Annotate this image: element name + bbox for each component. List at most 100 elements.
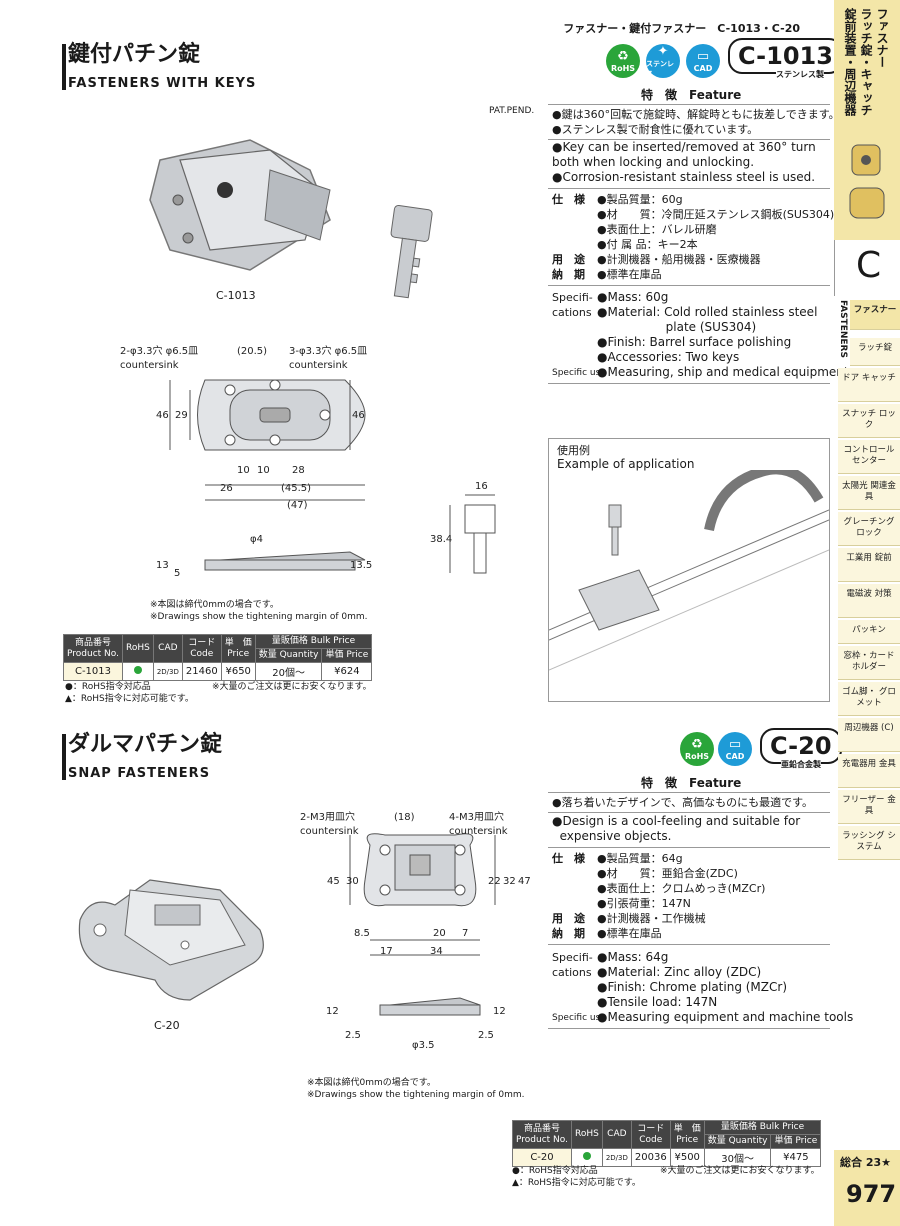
divider xyxy=(548,285,830,286)
p1-d47: (47) xyxy=(287,500,308,511)
p2-hole-right-en: countersink xyxy=(449,826,508,837)
example-en: Example of application xyxy=(557,457,695,471)
sidebar-item-fastener[interactable]: ファスナー xyxy=(850,300,900,330)
product1-feature-heading: 特 徴 Feature xyxy=(641,88,742,102)
th-product: 商品番号 Product No. xyxy=(63,634,123,663)
th-price: 単 価 Price xyxy=(220,634,256,663)
cell-code: 21460 xyxy=(181,662,222,681)
divider xyxy=(548,139,830,140)
product2-code-sub: 亜鉛合金製 xyxy=(781,759,821,770)
cell-qty: 20個～ xyxy=(254,662,323,681)
spec-ja-4: ●付 属 品：キー2本 xyxy=(597,238,698,251)
th-bulk: 量販価格 Bulk Price xyxy=(254,634,373,649)
divider xyxy=(548,847,830,848)
cell-code: 20036 xyxy=(630,1148,671,1167)
product1-title-ja: 鍵付パチン錠 xyxy=(68,42,201,67)
p2-feature-en-1: ●Design is a cool-feeling and suitable f… xyxy=(552,814,801,828)
spec-en-2: ●Material: Cold rolled stainless steel xyxy=(597,305,818,319)
product1-dimension-drawing xyxy=(169,379,496,574)
p2-spec-ja-label: 仕 様 xyxy=(552,852,585,865)
divider xyxy=(548,792,830,793)
p1-d46l: 46 xyxy=(156,410,169,421)
p1-d135: 13.5 xyxy=(350,560,373,571)
sidebar-item-charger[interactable]: 充電器用 金具 xyxy=(838,754,900,788)
feature-en-1: ●Key can be inserted/removed at 360° tur… xyxy=(552,140,816,154)
th-product: 商品番号 Product No. xyxy=(512,1120,572,1149)
product1-photo-label: C-1013 xyxy=(216,289,256,302)
rohs-dot-icon xyxy=(133,666,142,674)
sidebar-item-packing[interactable]: パッキン xyxy=(838,620,900,644)
p1-d5: 5 xyxy=(174,568,181,579)
p1-k384: 38.4 xyxy=(430,534,453,545)
p2-d12r: 12 xyxy=(493,1006,506,1017)
p1-d455: (45.5) xyxy=(281,483,312,494)
th-bulk: 量販価格 Bulk Price xyxy=(703,1120,822,1135)
sidebar-letter: C xyxy=(856,245,882,286)
product1-price-table: 商品番号 Product No. RoHS CAD コード Code 単 価 P… xyxy=(63,634,373,681)
sidebar-item-industrial-lock[interactable]: 工業用 錠前 xyxy=(838,548,900,582)
cell-qty: 30個～ xyxy=(703,1148,772,1167)
cell-unit: ¥624 xyxy=(321,662,373,681)
spec-ja-1: ●製品質量：60g xyxy=(597,193,683,206)
rohs-dot-icon xyxy=(582,1152,591,1160)
sidebar-item-freezer[interactable]: フリーザー 金具 xyxy=(838,790,900,824)
latch-icon xyxy=(849,144,885,219)
feature-en-3: ●Corrosion-resistant stainless steel is … xyxy=(552,170,816,184)
p2-d12l: 12 xyxy=(326,1006,339,1017)
use-en: ●Measuring, ship and medical equipment xyxy=(597,365,849,379)
cell-price: ¥500 xyxy=(669,1148,705,1167)
sidebar-footer xyxy=(834,1150,900,1226)
sidebar-item-grating-lock[interactable]: グレーチング ロック xyxy=(838,512,900,546)
sidebar-item-emi[interactable]: 電磁波 対策 xyxy=(838,584,900,618)
p1-d4: φ4 xyxy=(250,534,263,545)
product2-feature-heading: 特 徴 Feature xyxy=(641,776,742,790)
sidebar-item-door-catch[interactable]: ドア キャッチ xyxy=(838,368,900,402)
sidebar-item-lashing[interactable]: ラッシング システム xyxy=(838,826,900,860)
p2-legend-bulk: ※大量のご注文は更にお安くなります。 xyxy=(660,1166,820,1176)
p1-d29: 29 xyxy=(175,410,188,421)
p2-d34: 34 xyxy=(430,946,443,957)
product2-title-ja: ダルマパチン錠 xyxy=(68,732,223,757)
p2-spec-en-1: ●Mass: 64g xyxy=(597,950,669,964)
total-label: 総合 23★ xyxy=(840,1156,891,1169)
th-cad: CAD xyxy=(152,634,183,663)
sidebar-item-window-card[interactable]: 窓枠・カード ホルダー xyxy=(838,646,900,680)
feature-en-2: both when locking and unlocking. xyxy=(552,155,755,169)
sidebar-item-latch[interactable]: ラッチ錠 xyxy=(850,338,900,366)
category-sidebar: ファスナー ラッチ錠・キャッチ 錠前装置・周辺機器 C FASTENERS ファ… xyxy=(834,0,900,1226)
p1-legend-tri: ▲：RoHS指令に対応可能です。 xyxy=(65,694,194,704)
p1-hole-right: 3-φ3.3穴 φ6.5皿 xyxy=(289,346,368,357)
p2-d22: 22 xyxy=(488,876,501,887)
cad-badge-icon: ▭CAD xyxy=(718,732,752,766)
spec-en-3: plate (SUS304) xyxy=(597,320,757,334)
use-en-label: Specific use xyxy=(552,368,606,378)
product2-dimension-drawing xyxy=(349,833,496,1016)
p2-d7: 7 xyxy=(462,928,469,939)
sidebar-item-snatch-lock[interactable]: スナッチ ロック xyxy=(838,404,900,438)
p1-k16: 16 xyxy=(475,481,488,492)
sidebar-fasteners-en: FASTENERS xyxy=(838,300,848,358)
spec-ja-3: ●表面仕上：バレル研磨 xyxy=(597,223,717,236)
stainless-badge-icon: ✦ステンレス xyxy=(646,44,680,78)
th-rohs: RoHS xyxy=(121,634,154,663)
p1-hole-left-en: countersink xyxy=(120,360,179,371)
example-ja: 使用例 xyxy=(557,444,590,457)
breadcrumb: ファスナー・鍵付ファスナー C-1013・C-20 xyxy=(563,22,800,35)
sidebar-item-solar[interactable]: 太陽光 関連金具 xyxy=(838,476,900,510)
p2-spec-ja-4: ●引張荷重：147N xyxy=(597,897,691,910)
p2-d45: 45 xyxy=(327,876,340,887)
th-price: 単 価 Price xyxy=(669,1120,705,1149)
rohs-badge-icon: ♻RoHS xyxy=(680,732,714,766)
p2-use-ja-label: 用 途 xyxy=(552,912,585,925)
p2-feature-en-2: expensive objects. xyxy=(552,829,672,843)
p2-note-ja: ※本図は締代0mmの場合です。 xyxy=(307,1078,436,1088)
th-qty: 数量 Quantity xyxy=(254,648,323,663)
sidebar-item-rubber-feet[interactable]: ゴム脚・ グロメット xyxy=(838,682,900,716)
sidebar-item-peripheral[interactable]: 周辺機器 (C) xyxy=(838,718,900,752)
p2-d20: 20 xyxy=(433,928,446,939)
cell-product: C-20 xyxy=(512,1148,572,1167)
sidebar-item-control-center[interactable]: コントロール センター xyxy=(838,440,900,474)
spec-en-1: ●Mass: 60g xyxy=(597,290,669,304)
product2-title-en: SNAP FASTENERS xyxy=(68,766,211,781)
divider xyxy=(548,944,830,945)
